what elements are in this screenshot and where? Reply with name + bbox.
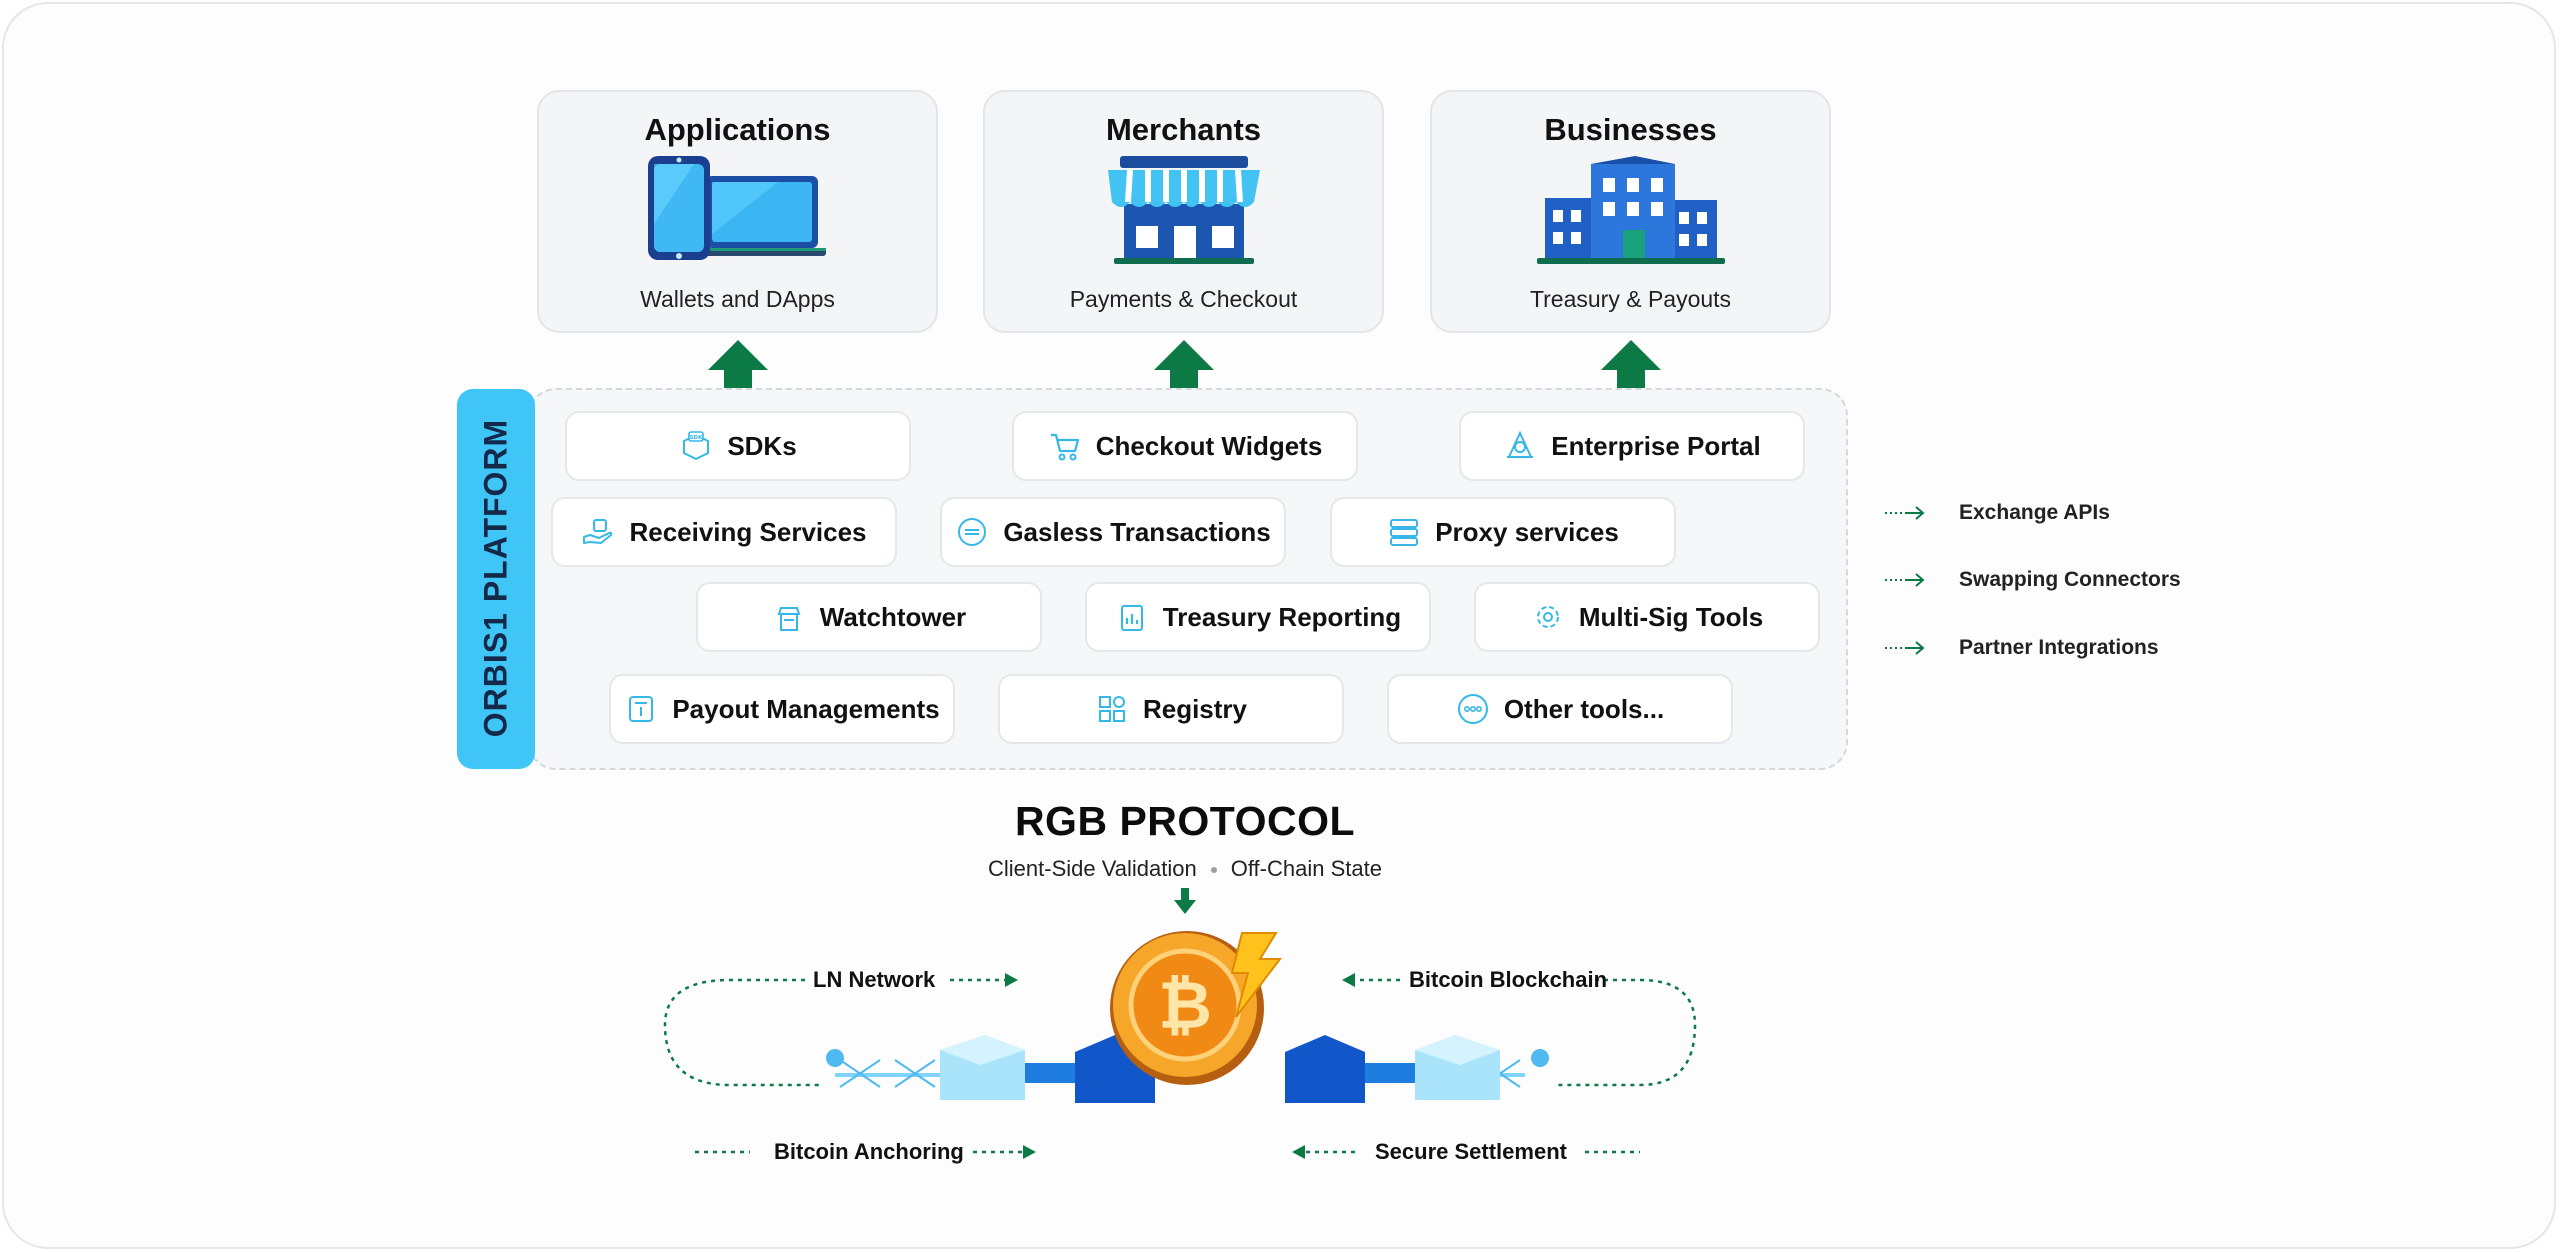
flow-label-secure-settlement: Secure Settlement [1375, 1139, 1567, 1164]
pill-registry[interactable]: Registry [998, 674, 1344, 744]
pill-label: Receiving Services [629, 516, 867, 547]
side-item-swapping-connectors: Swapping Connectors [1885, 565, 2181, 595]
pill-proxy-services[interactable]: Proxy services [1330, 497, 1676, 567]
card-title: Applications [644, 112, 831, 147]
side-item-exchange-apis: Exchange APIs [1885, 498, 2110, 528]
arrow-right-icon [1885, 573, 1925, 587]
side-label: Partner Integrations [1959, 636, 2159, 659]
network-diagram: ₿ [663, 931, 1697, 1159]
side-item-partner-integrations: Partner Integrations [1885, 633, 2159, 663]
platform-tab [457, 389, 535, 769]
server-stack-icon [1390, 519, 1419, 546]
card-title: Merchants [1105, 112, 1262, 147]
pill-treasury-reporting[interactable]: Treasury Reporting [1085, 582, 1431, 652]
flow-label-ln-network: LN Network [813, 967, 936, 992]
card-applications: Applications Wallets and DApps [537, 90, 938, 333]
side-label: Exchange APIs [1959, 501, 2110, 524]
up-arrow-icon [1601, 340, 1661, 412]
pill-checkout-widgets[interactable]: Checkout Widgets [1012, 411, 1358, 481]
pill-other-tools[interactable]: Other tools... [1387, 674, 1733, 744]
multisig-gear-icon [1536, 606, 1559, 628]
portal-icon [1507, 430, 1534, 458]
card-subtitle: Treasury & Payouts [1529, 286, 1732, 312]
arrow-right-icon [1885, 506, 1925, 520]
rgb-subtitle-left: Client-Side Validation [988, 856, 1197, 881]
pill-label: Payout Managements [672, 693, 940, 724]
sdk-box-icon: SDK [683, 431, 710, 461]
svg-text:SDK: SDK [690, 435, 704, 441]
pill-label: Watchtower [819, 601, 967, 632]
flow-label-bitcoin-blockchain: Bitcoin Blockchain [1409, 967, 1608, 992]
pill-receiving-services[interactable]: Receiving Services [551, 497, 897, 567]
card-subtitle: Wallets and DApps [640, 286, 835, 312]
report-chart-icon [1120, 605, 1143, 631]
storefront-icon [1107, 156, 1260, 264]
rgb-protocol-subtitle: Client-Side Validation Off-Chain State [860, 856, 1510, 882]
devices-icon [647, 156, 826, 260]
tower-icon [777, 607, 801, 631]
pill-label: Checkout Widgets [1095, 430, 1323, 461]
card-title: Businesses [1544, 112, 1717, 147]
office-building-icon [1536, 156, 1725, 264]
pill-label: Registry [1142, 693, 1248, 724]
rgb-subtitle-right: Off-Chain State [1230, 856, 1382, 881]
arrow-right-icon [1885, 641, 1925, 655]
rgb-protocol-title: RGB PROTOCOL [1014, 798, 1356, 844]
hand-receive-icon [583, 519, 613, 544]
card-subtitle: Payments & Checkout [1069, 286, 1298, 312]
pill-sdks[interactable]: SDK SDKs [565, 411, 911, 481]
pill-multi-sig-tools[interactable]: Multi-Sig Tools [1474, 582, 1820, 652]
pill-label: Multi-Sig Tools [1578, 601, 1764, 632]
pill-payout-managements[interactable]: Payout Managements [609, 674, 955, 744]
pill-label: Gasless Transactions [1003, 516, 1271, 547]
more-circle-icon [1457, 694, 1488, 724]
pill-label: Other tools... [1503, 693, 1665, 724]
separator-dot [1210, 867, 1217, 874]
payout-icon [629, 696, 654, 722]
cart-icon [1050, 433, 1079, 461]
pill-watchtower[interactable]: Watchtower [696, 582, 1042, 652]
platform-label: ORBIS1 PLATFORM [477, 418, 514, 738]
registry-grid-icon [1098, 696, 1125, 722]
side-label: Swapping Connectors [1959, 568, 2181, 591]
up-arrow-icon [1154, 340, 1214, 412]
down-arrow-icon [1174, 888, 1196, 914]
pill-enterprise-portal[interactable]: Enterprise Portal [1459, 411, 1805, 481]
pill-label: SDKs [727, 430, 797, 461]
svg-text:₿: ₿ [1158, 967, 1212, 1044]
pill-label: Proxy services [1435, 516, 1619, 547]
pill-gasless-transactions[interactable]: Gasless Transactions [940, 497, 1286, 567]
pill-label: Enterprise Portal [1551, 430, 1761, 461]
up-arrow-icon [708, 340, 768, 412]
flow-label-bitcoin-anchoring: Bitcoin Anchoring [774, 1139, 964, 1164]
card-merchants: Merchants Payments & Checkout [983, 90, 1384, 333]
pill-label: Treasury Reporting [1162, 601, 1402, 632]
gasless-coin-icon [958, 518, 987, 546]
card-businesses: Businesses Treasury & Payouts [1430, 90, 1831, 333]
